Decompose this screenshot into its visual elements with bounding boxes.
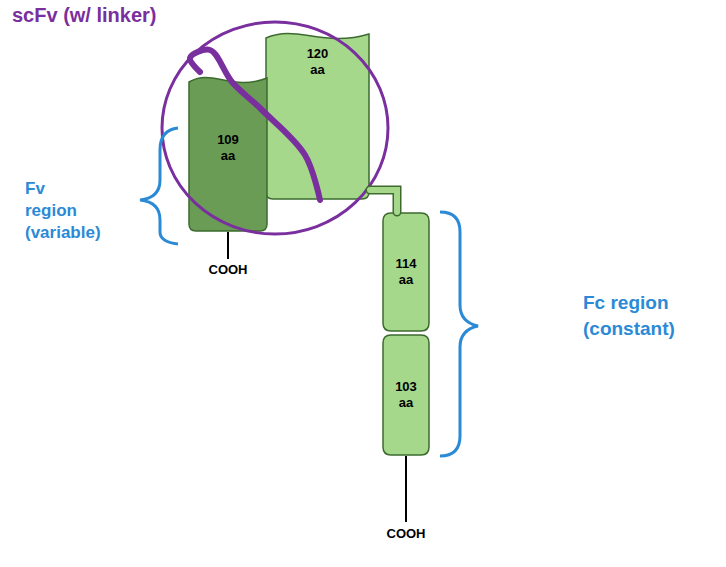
domain-size: 114 aa <box>396 256 417 288</box>
region-label: Fv region (variable) <box>25 178 101 244</box>
scfv-label: scFv (w/ linker) <box>12 4 157 27</box>
connector-path <box>370 190 397 212</box>
connector-path <box>190 50 320 200</box>
fc-brace <box>440 212 478 456</box>
domain-box: 103 aa <box>382 334 430 456</box>
linker <box>190 50 320 200</box>
terminus-line <box>227 232 229 259</box>
terminus-line <box>405 456 407 522</box>
domain-outline <box>383 335 429 455</box>
fv-brace <box>140 128 178 244</box>
domain-size: 120 aa <box>307 46 329 78</box>
domain-text-box: 109 aa <box>188 132 268 164</box>
region-label: Fc region (constant) <box>583 290 675 342</box>
terminus-label: COOH <box>387 526 426 541</box>
domain-box: 114 aa <box>382 212 430 332</box>
domain-text-box: 103 aa <box>382 379 430 411</box>
domain-size: 109 aa <box>217 132 239 164</box>
terminus-label: COOH <box>209 262 248 277</box>
domain-text-box: 114 aa <box>382 256 430 288</box>
domain-size: 103 aa <box>395 379 417 411</box>
connector-path <box>370 190 397 212</box>
scfv-ellipse <box>162 22 388 234</box>
domain-outline <box>266 33 369 199</box>
hinge <box>370 190 397 212</box>
domain-outline <box>383 213 429 331</box>
